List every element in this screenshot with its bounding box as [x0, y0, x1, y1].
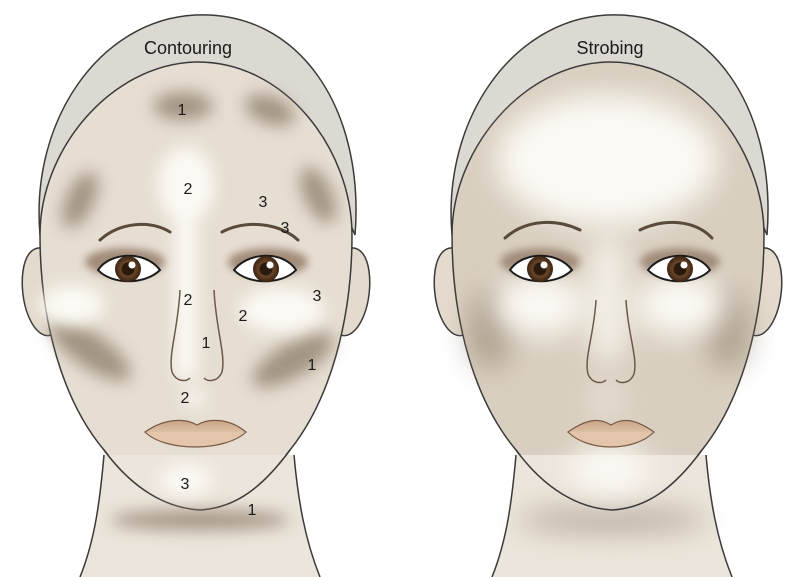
marker-brow-upper: 3: [259, 194, 268, 211]
marker-cheekbone: 1: [308, 357, 317, 374]
marker-brow-lower: 3: [281, 220, 290, 237]
contouring-title: Contouring: [144, 38, 232, 58]
marker-cupid-bow: 2: [181, 390, 190, 407]
marker-chin: 3: [181, 476, 190, 493]
marker-nose-bridge: 2: [184, 292, 193, 309]
strobing-face: Strobing: [434, 15, 782, 577]
contouring-face: Contouring 1 2 3 3 2 2 3 1 1 2 3 1: [22, 15, 370, 577]
strobing-title: Strobing: [576, 38, 643, 58]
marker-temple: 3: [313, 288, 322, 305]
marker-forehead-center: 2: [184, 181, 193, 198]
marker-cheek-inner: 2: [239, 308, 248, 325]
marker-jawline: 1: [248, 502, 257, 519]
marker-nose-side: 1: [202, 335, 211, 352]
marker-forehead: 1: [178, 102, 187, 119]
